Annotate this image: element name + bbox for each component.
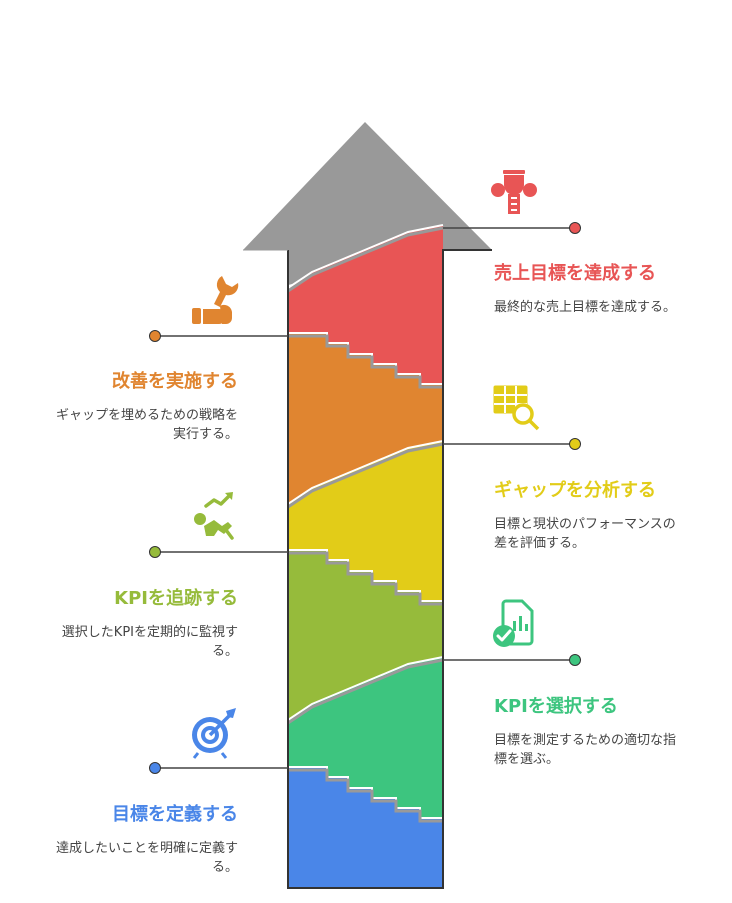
step-select-title: KPIを選択する — [494, 696, 618, 717]
trophy-icon — [491, 170, 537, 214]
connector-dot-track — [149, 546, 161, 558]
step-improve-desc: ギャップを埋めるための戦略を実行する。 — [55, 408, 238, 442]
band-select — [288, 657, 443, 818]
checklist-icon — [493, 599, 534, 647]
step-track-title: KPIを追跡する — [114, 588, 238, 609]
connector-dot-achieve — [569, 222, 581, 234]
band-analyze — [288, 441, 443, 601]
step-define-desc: 達成したいことを明確に定義する。 — [55, 841, 238, 875]
stair-shadows — [287, 226, 444, 823]
column-outline — [287, 249, 492, 889]
step-analyze-title: ギャップを分析する — [494, 480, 656, 501]
trend-runner-icon — [194, 492, 234, 540]
step-track-desc: 選択したKPIを定期的に監視する。 — [61, 625, 238, 659]
step-achieve-title: 売上目標を達成する — [494, 263, 656, 284]
step-select-desc: 目標を測定するための適切な指標を選ぶ。 — [494, 733, 677, 767]
connectors — [149, 222, 581, 774]
wrench-hand-icon — [192, 276, 239, 324]
connector-dot-analyze — [569, 438, 581, 450]
connector-dot-select — [569, 654, 581, 666]
step-improve-title: 改善を実施する — [112, 371, 238, 392]
target-icon — [192, 708, 236, 759]
table-search-icon — [493, 385, 540, 431]
connector-dot-improve — [149, 330, 161, 342]
band-achieve — [288, 225, 443, 384]
band-define — [288, 767, 443, 888]
step-achieve-desc: 最終的な売上目標を達成する。 — [494, 300, 677, 315]
connector-dot-define — [149, 762, 161, 774]
step-analyze-desc: 目標と現状のパフォーマンスの差を評価する。 — [494, 517, 676, 551]
step-define-title: 目標を定義する — [112, 804, 238, 825]
